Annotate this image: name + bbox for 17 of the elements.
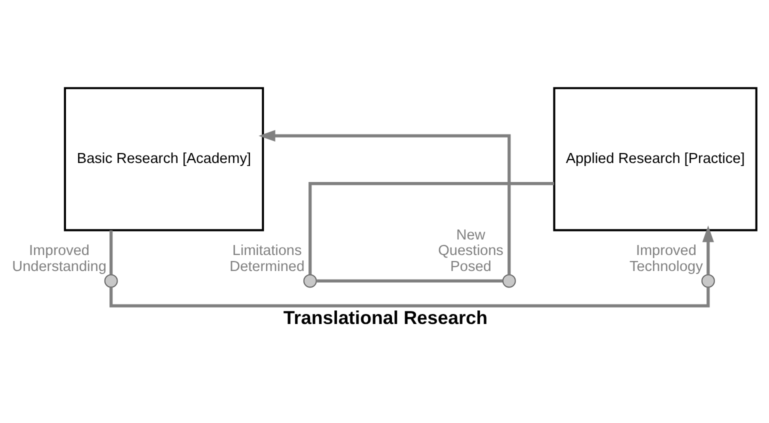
node-circle bbox=[302, 274, 316, 288]
arrow bbox=[258, 130, 510, 275]
node-circle bbox=[700, 274, 714, 288]
node-box: Basic Research [Academy] bbox=[63, 87, 264, 232]
node-label: Limitations Determined bbox=[229, 243, 304, 275]
node-label: New Questions Posed bbox=[438, 228, 503, 275]
arrow bbox=[702, 225, 714, 274]
node-box: Applied Research [Practice] bbox=[552, 87, 757, 232]
connector bbox=[109, 287, 710, 308]
connector bbox=[316, 279, 502, 282]
connector bbox=[308, 182, 554, 275]
node-label: Improved Technology bbox=[628, 243, 702, 275]
node-circle bbox=[104, 274, 118, 288]
node-label: Improved Understanding bbox=[12, 243, 106, 275]
node-circle bbox=[502, 274, 516, 288]
diagram-title: Translational Research bbox=[282, 306, 488, 328]
connector bbox=[109, 230, 112, 275]
